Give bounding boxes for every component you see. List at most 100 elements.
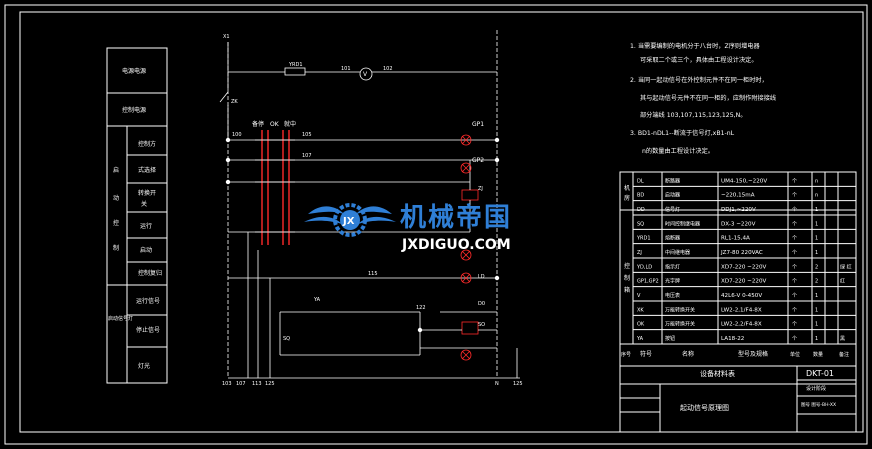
legend-group-1: 动 <box>113 195 119 202</box>
equipment-cell-code: BD <box>637 193 644 199</box>
label-yrd1: YRD1 <box>288 62 303 68</box>
legend-row-2: 控制方 <box>138 140 156 148</box>
legend-group-0: 启 <box>113 166 119 174</box>
equipment-cell-code: DD <box>637 207 645 213</box>
equipment-cell-name: 熔断器 <box>665 235 680 242</box>
equipment-cell-unit: 个 <box>792 279 797 285</box>
equipment-cell-unit: 个 <box>792 207 797 213</box>
note-line-3: 其与起动信号元件不在同一柜的，应制作附接接线 <box>640 94 776 102</box>
legend-row-9: 运行信号 <box>136 297 160 305</box>
label-gp2: GP2 <box>472 157 484 164</box>
legend-group-2: 控 <box>113 219 119 227</box>
label-switch-0: 备停 <box>252 120 264 128</box>
side-group-4: 箱 <box>624 286 630 294</box>
label-ld: LD <box>478 274 485 280</box>
legend-row-10: 停止信号 <box>136 326 160 334</box>
equipment-cell-name: 光字牌 <box>665 278 680 285</box>
equipment-cell-code: V <box>637 293 641 299</box>
equipment-cell-name: 按钮 <box>665 335 675 342</box>
label-sq: SQ <box>283 336 290 342</box>
equipment-cell-qty: n <box>815 178 818 184</box>
equipment-cell-qty: 2 <box>815 279 818 285</box>
equipment-cell-qty: 1 <box>815 307 818 313</box>
label-so: SO <box>478 322 485 328</box>
side-group-1: 房 <box>624 194 630 202</box>
label-ya: YA <box>313 297 321 303</box>
label-bottom-3: 125 <box>265 381 275 387</box>
label-bottom-2: 113 <box>252 381 262 387</box>
equipment-cell-code: SQ <box>637 221 644 227</box>
equipment-cell-qty: 1 <box>815 336 818 342</box>
note-line-2: 2. 当同一起动信号在外控制元件不在同一柜时时， <box>630 76 768 84</box>
legend-row-5: 关 <box>141 200 147 208</box>
title-block: DKT-01 设计阶段 起动信号原理图 图号 图号-BH-XX <box>619 365 857 433</box>
legend-row-3: 式选择 <box>138 166 156 174</box>
equipment-cell-name: 启动器 <box>665 192 680 199</box>
label-bottom-4: N <box>495 381 499 387</box>
watermark-title: 机械帝国 <box>400 202 512 233</box>
equipment-cell-model: ~220,15mA <box>721 193 755 199</box>
legend-row-1: 控制电源 <box>122 106 146 114</box>
equipment-cell-qty: 1 <box>815 322 818 328</box>
side-group-2: 控 <box>624 262 630 270</box>
design-stage: 设计阶段 <box>806 385 826 392</box>
label-bottom-0: 103 <box>222 381 232 387</box>
label-bottom-1: 107 <box>236 381 246 387</box>
legend-row-0: 电源电源 <box>122 67 146 75</box>
label-switch-1: OK <box>270 121 280 128</box>
header-seq: 序号 <box>621 351 631 358</box>
equipment-cell-qty: 2 <box>815 264 818 270</box>
equipment-cell-qty: 1 <box>815 293 818 299</box>
sheet-border-inner <box>19 11 864 433</box>
equipment-cell-name: 万能转换开关 <box>665 306 695 313</box>
header-name: 名称 <box>682 350 694 358</box>
equipment-cell-unit: 个 <box>792 221 797 227</box>
note-line-4: 部分端线 103,107,115,123,125,N。 <box>640 111 746 119</box>
label-101: 101 <box>341 66 351 72</box>
watermark: JX 机械帝国 JXDIGUO.COM <box>304 202 512 253</box>
equipment-cell-code: YRD1 <box>636 236 651 242</box>
label-voltmeter: V <box>363 71 368 78</box>
equipment-cell-name: 电压表 <box>665 292 680 299</box>
label-115: 115 <box>368 271 378 277</box>
header-qty: 数量 <box>813 351 823 358</box>
left-legend: 电源电源 控制电源 控制方 式选择 转换开 关 运行 启动 控制复归 运行信号 … <box>106 47 168 384</box>
legend-group-3: 制 <box>113 244 119 252</box>
equipment-cell-code: XK <box>637 307 644 313</box>
header-unit: 单位 <box>790 351 800 358</box>
equipment-cell-model: DDJ1,~220V <box>721 207 756 213</box>
equipment-cell-note: 红 <box>840 278 845 285</box>
side-group-3: 制 <box>624 274 630 282</box>
note-line-0: 1. 当需要编制的电机分于八台时，Z序则增电器 <box>630 42 760 50</box>
equipment-cell-qty: 1 <box>815 221 818 227</box>
drawing-code: 图号 图号-BH-XX <box>801 402 836 408</box>
equipment-cell-model: JZ7-80 220VAC <box>720 250 763 256</box>
label-105: 105 <box>302 132 312 138</box>
label-122: 122 <box>416 305 426 311</box>
equipment-cell-unit: 个 <box>792 264 797 270</box>
label-zj: ZJ <box>478 186 483 192</box>
equipment-cell-model: LA18-22 <box>721 336 744 342</box>
equipment-cell-qty: 1 <box>815 250 818 256</box>
equipment-cell-code: OK <box>637 322 645 328</box>
equipment-cell-name: 指示灯 <box>665 263 680 270</box>
legend-row-6: 运行 <box>140 222 152 230</box>
equipment-cell-model: RL1-15,4A <box>721 236 750 242</box>
side-group-0: 机 <box>624 184 630 192</box>
equipment-cell-note: 绿 红 <box>840 263 852 270</box>
label-gp1: GP1 <box>472 121 484 128</box>
legend-row-11: 灯光 <box>138 362 150 370</box>
equipment-cell-unit: 个 <box>792 336 797 342</box>
header-model: 型号及规格 <box>738 350 768 358</box>
note-line-6: n的数量由工程设计决定。 <box>642 147 714 155</box>
equipment-cell-name: 时间控制继电器 <box>665 220 700 227</box>
watermark-logo-letters: JX <box>342 216 355 227</box>
equipment-cell-unit: 个 <box>792 236 797 242</box>
label-x1: X1 <box>223 34 230 40</box>
equipment-cell-qty: 1 <box>815 207 818 213</box>
equipment-cell-unit: 个 <box>792 322 797 328</box>
notes: 1. 当需要编制的电机分于八台时，Z序则增电器 可采取二个或三个，具体由工程设计… <box>630 42 776 155</box>
